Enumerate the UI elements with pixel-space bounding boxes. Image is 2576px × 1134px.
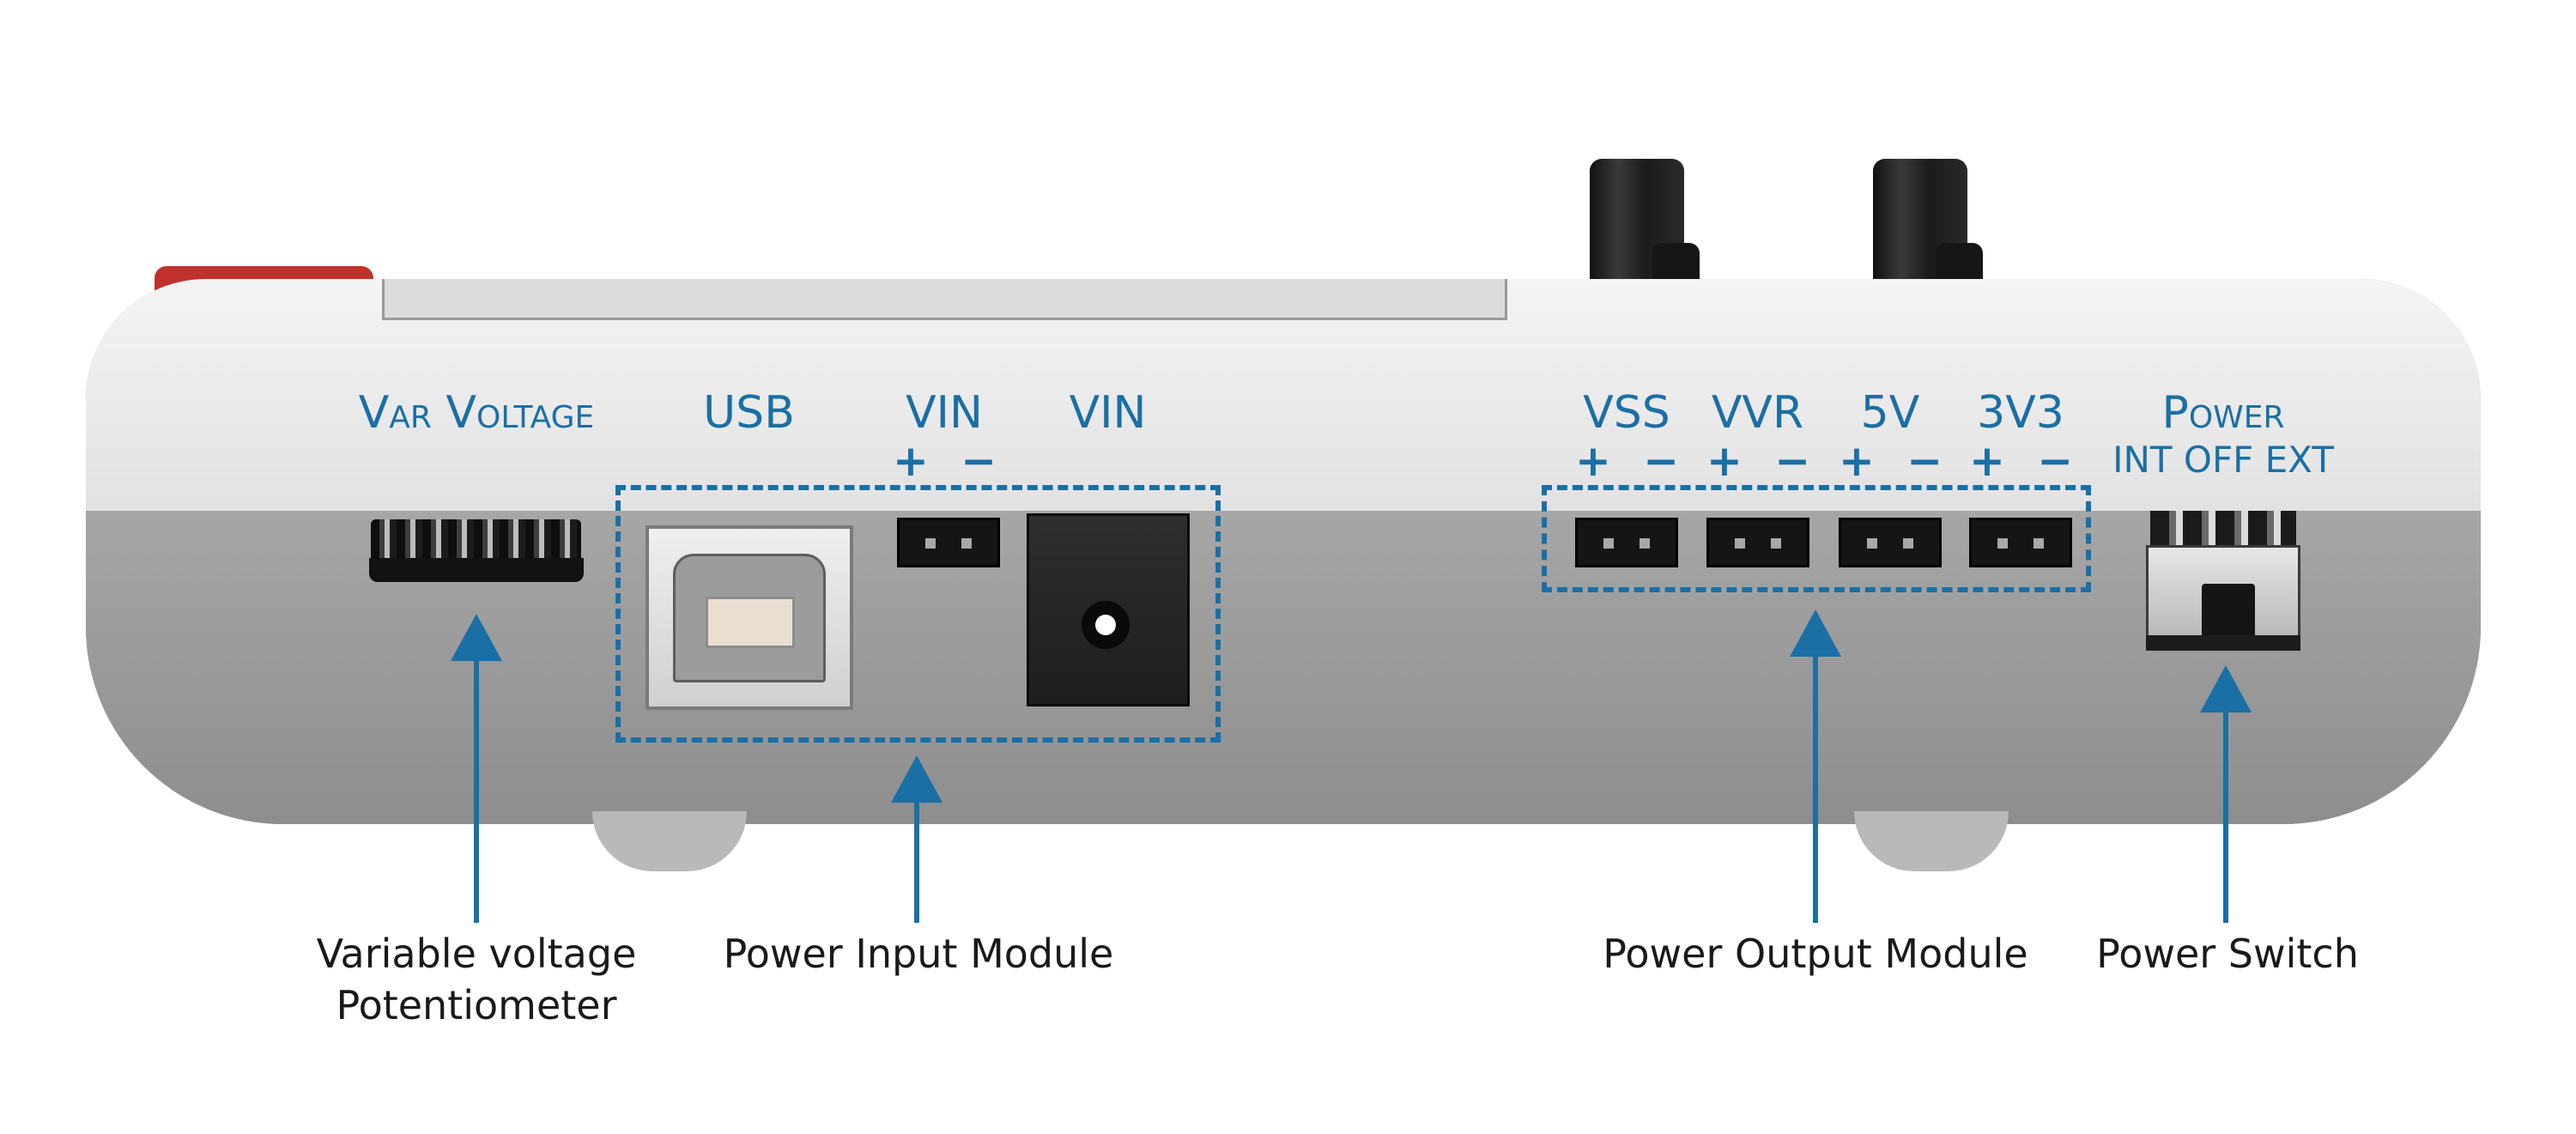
label-vin-jack: VIN [1069, 387, 1147, 439]
3v3-pin-header[interactable] [1969, 518, 2072, 567]
label-power-modes: INT OFF EXT [2112, 439, 2334, 481]
dc-barrel-jack-pin [1095, 615, 1116, 635]
arrow-head-power-switch [2200, 665, 2252, 713]
callout-power-switch: Power Switch [2096, 931, 2359, 977]
arrow-head-power-output [1790, 609, 1841, 657]
polarity-vin-header: + − [893, 436, 1006, 486]
arrow-shaft-potentiometer [474, 661, 479, 923]
power-input-module-box [615, 485, 1221, 743]
arrow-head-power-input [891, 755, 943, 803]
vin-pin-header[interactable] [897, 518, 1000, 567]
label-var-voltage: Var Voltage [358, 387, 595, 439]
callout-potentiometer-line2: Potentiometer [336, 981, 617, 1028]
label-vin-header: VIN [906, 387, 983, 439]
5v-pin-header[interactable] [1839, 518, 1942, 567]
power-switch-top [2150, 511, 2296, 545]
top-slot [382, 279, 1507, 320]
callout-power-output: Power Output Module [1603, 931, 2028, 977]
usb-b-port-tongue [706, 597, 795, 648]
callout-potentiometer: Variable voltage Potentiometer [305, 929, 648, 1032]
label-power: Power [2161, 387, 2285, 439]
potentiometer-rim [369, 558, 584, 582]
device-foot-left [592, 811, 747, 871]
callout-potentiometer-line1: Variable voltage [316, 931, 637, 977]
polarity-vvr: + − [1706, 436, 1820, 486]
power-output-module-box [1542, 485, 2091, 592]
label-vss: VSS [1583, 387, 1670, 439]
top-knob-right-cap [1936, 243, 1983, 282]
callout-power-input: Power Input Module [723, 931, 1114, 977]
label-3v3: 3V3 [1977, 387, 2064, 439]
arrow-shaft-power-output [1813, 657, 1818, 923]
device-foot-right [1854, 811, 2009, 871]
power-switch-base [2146, 635, 2300, 651]
polarity-3v3: + − [1969, 436, 2082, 486]
vvr-pin-header[interactable] [1706, 518, 1809, 567]
arrow-head-potentiometer [451, 614, 502, 661]
vss-pin-header[interactable] [1575, 518, 1678, 567]
arrow-shaft-power-input [914, 803, 919, 923]
polarity-5v: + − [1839, 436, 1952, 486]
label-5v: 5V [1860, 387, 1920, 439]
label-vvr: VVR [1711, 387, 1804, 439]
label-usb: USB [703, 387, 795, 439]
top-knob-left-cap [1652, 243, 1700, 282]
arrow-shaft-power-switch [2223, 713, 2228, 923]
polarity-vss: + − [1575, 436, 1688, 486]
dc-barrel-jack[interactable] [1027, 513, 1190, 706]
